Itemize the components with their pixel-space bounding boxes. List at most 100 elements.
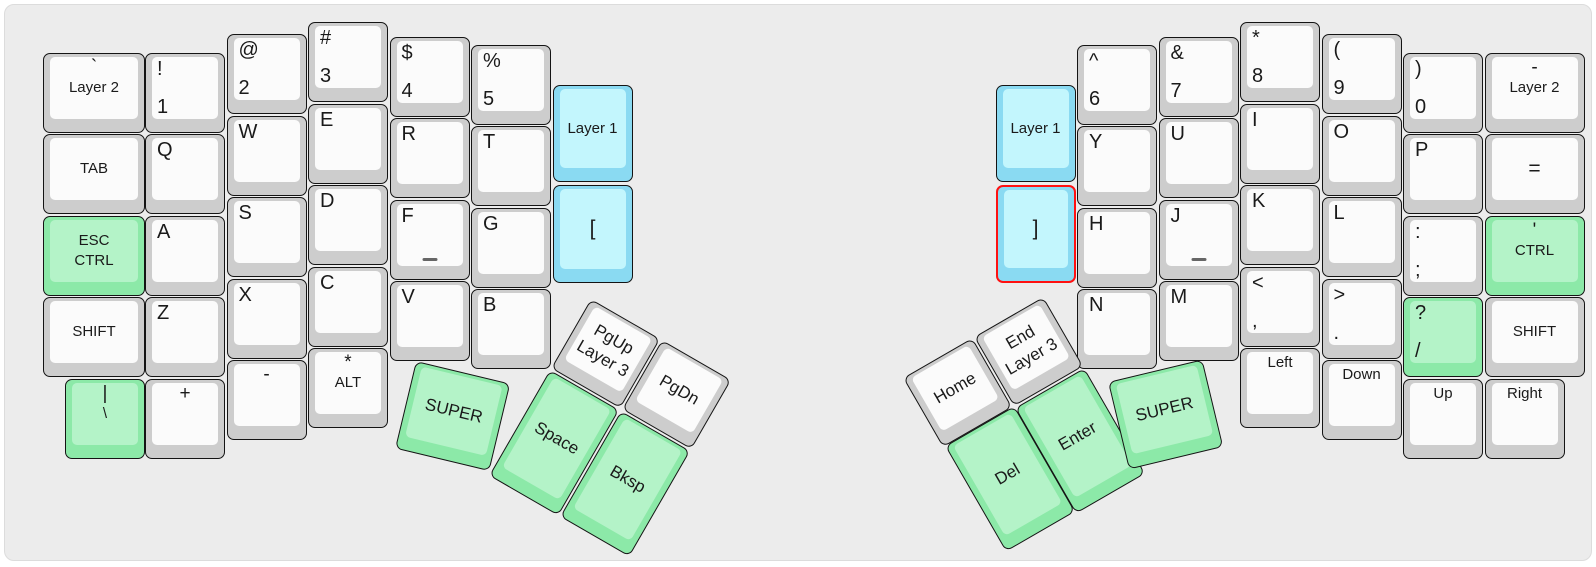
key-l[interactable]: L (1321, 197, 1402, 277)
key-caret-6[interactable]: ^6 (1077, 44, 1157, 125)
key-minus-layer2[interactable]: -Layer 2 (1484, 52, 1585, 133)
key-legend-bl: 0 (1415, 95, 1427, 118)
key-g[interactable]: G (471, 207, 551, 288)
key-arrow-left[interactable]: Left (1240, 348, 1320, 428)
keycap-surface: M (1165, 285, 1232, 347)
key-q[interactable]: Q (145, 134, 225, 214)
key-legend-bl: 9 (1333, 77, 1345, 99)
keycap-surface: -Layer 2 (1491, 56, 1578, 119)
key-d[interactable]: D (308, 185, 388, 265)
key-legend-tl: Z (157, 302, 170, 324)
key-z[interactable]: Z (145, 297, 225, 377)
key-gt-period[interactable]: >. (1321, 278, 1402, 359)
key-tab[interactable]: TAB (43, 134, 145, 214)
keycap-surface: O (1328, 119, 1395, 182)
key-legend-bl: 7 (1170, 79, 1182, 102)
key-n[interactable]: N (1077, 289, 1157, 369)
keycap-surface: &7 (1165, 40, 1232, 103)
key-x[interactable]: X (226, 278, 307, 359)
key-star-8[interactable]: *8 (1240, 22, 1320, 102)
key-plus[interactable]: + (145, 378, 225, 459)
key-arrow-right[interactable]: Right (1484, 378, 1565, 459)
key-percent-5[interactable]: %5 (471, 44, 551, 125)
keycap-surface: G (478, 211, 544, 274)
key-legend-tl: % (483, 49, 501, 72)
key-legend-bl: 6 (1089, 87, 1101, 110)
key-esc-ctrl[interactable]: ESC CTRL (43, 215, 145, 296)
key-lt-comma[interactable]: <, (1240, 266, 1320, 347)
key-layer2-left[interactable]: `Layer 2 (43, 52, 145, 133)
key-minus[interactable]: - (226, 360, 307, 440)
keycap-surface: Right (1491, 382, 1558, 445)
keycap-surface: SHIFT (50, 301, 138, 363)
homing-bar-icon (1191, 257, 1206, 261)
key-super-right[interactable]: SUPER (1108, 359, 1224, 470)
key-hash-3[interactable]: #3 (308, 22, 388, 102)
key-legend-tl: & (1170, 41, 1184, 64)
key-legend-c: SHIFT (1512, 323, 1557, 341)
key-o[interactable]: O (1321, 115, 1402, 196)
key-legend-bl: ; (1415, 258, 1421, 281)
key-f[interactable]: F (389, 199, 470, 280)
key-a[interactable]: A (145, 215, 225, 296)
key-legend-tl: : (1415, 220, 1421, 243)
key-w[interactable]: W (226, 115, 307, 196)
key-rparen-0[interactable]: )0 (1403, 52, 1483, 133)
key-legend-tl: R (401, 123, 416, 145)
key-arrow-down[interactable]: Down (1321, 360, 1402, 440)
key-p[interactable]: P (1403, 134, 1483, 214)
key-r[interactable]: R (389, 118, 470, 198)
key-exclam-1[interactable]: !1 (145, 52, 225, 133)
key-layer1-left[interactable]: Layer 1 (552, 84, 633, 182)
key-legend-tl: U (1170, 123, 1185, 145)
keycap-surface: Down (1328, 364, 1395, 426)
key-layer1-right[interactable]: Layer 1 (995, 84, 1076, 182)
key-m[interactable]: M (1158, 281, 1239, 361)
key-legend-tc: ` (90, 56, 98, 78)
key-legend-tl: $ (401, 41, 413, 64)
key-y[interactable]: Y (1077, 126, 1157, 206)
key-star-alt[interactable]: *ALT (308, 348, 388, 428)
key-legend-tl: Q (157, 139, 173, 161)
key-t[interactable]: T (471, 126, 551, 206)
key-legend-c: TAB (79, 160, 109, 178)
key-shift-left[interactable]: SHIFT (43, 297, 145, 377)
key-colon-semicolon[interactable]: :; (1403, 215, 1483, 296)
keycap-surface: P (1410, 138, 1476, 200)
key-legend-tc: - (263, 364, 270, 385)
keycap-surface: V (396, 285, 463, 347)
key-s[interactable]: S (226, 197, 307, 277)
key-shift-right[interactable]: SHIFT (1484, 297, 1585, 377)
key-legend-tl: P (1415, 139, 1429, 161)
key-v[interactable]: V (389, 281, 470, 361)
key-legend-tl: E (320, 108, 334, 131)
key-e[interactable]: E (308, 103, 388, 184)
key-rbracket[interactable]: ] (995, 185, 1076, 283)
key-u[interactable]: U (1158, 118, 1239, 198)
keycap-surface: C (315, 270, 381, 333)
key-quote-ctrl[interactable]: 'CTRL (1484, 215, 1585, 296)
key-amp-7[interactable]: &7 (1158, 36, 1239, 117)
key-lparen-9[interactable]: (9 (1321, 34, 1402, 114)
key-legend-c: Layer 1 (567, 119, 618, 137)
key-i[interactable]: I (1240, 103, 1320, 184)
key-c[interactable]: C (308, 266, 388, 347)
key-dollar-4[interactable]: $4 (389, 36, 470, 117)
key-pipe-backslash[interactable]: |\ (65, 378, 145, 459)
key-question-slash[interactable]: ?/ (1403, 297, 1483, 377)
key-lbracket[interactable]: [ (552, 185, 633, 283)
key-super-left[interactable]: SUPER (394, 361, 511, 472)
key-b[interactable]: B (471, 289, 551, 369)
key-arrow-up[interactable]: Up (1403, 378, 1483, 459)
key-j[interactable]: J (1158, 199, 1239, 280)
keycap-surface: U (1165, 122, 1232, 184)
key-at-2[interactable]: @2 (226, 34, 307, 114)
key-legend-c: ESC CTRL (74, 232, 114, 269)
key-h[interactable]: H (1077, 207, 1157, 288)
key-k[interactable]: K (1240, 185, 1320, 265)
key-legend-tc: ' (1532, 219, 1537, 241)
keycap-surface: N (1084, 293, 1150, 355)
key-equals[interactable]: = (1484, 134, 1585, 214)
keycap-surface: #3 (315, 26, 381, 88)
